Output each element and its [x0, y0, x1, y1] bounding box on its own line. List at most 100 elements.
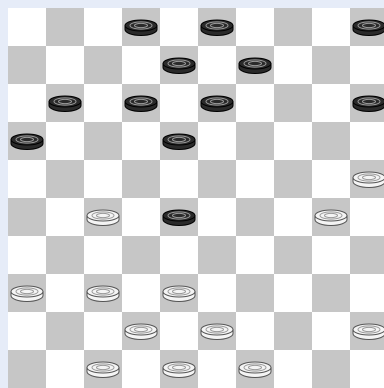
board-square-r4-c4[interactable] [160, 160, 198, 198]
black-checker-piece[interactable] [162, 209, 196, 226]
board-square-r0-c8[interactable] [312, 8, 350, 46]
black-checker-piece[interactable] [48, 95, 82, 112]
board-square-r8-c2[interactable] [84, 312, 122, 350]
black-checker-piece[interactable] [124, 19, 158, 36]
board-square-r5-c7[interactable] [274, 198, 312, 236]
board-square-r5-c9[interactable] [350, 198, 384, 236]
board-square-r8-c0[interactable] [8, 312, 46, 350]
board-square-r9-c5[interactable] [198, 350, 236, 388]
board-square-r1-c7[interactable] [274, 46, 312, 84]
black-checker-piece[interactable] [352, 95, 384, 112]
board-square-r5-c3[interactable] [122, 198, 160, 236]
board-square-r0-c7[interactable] [274, 8, 312, 46]
board-square-r7-c6[interactable] [236, 274, 274, 312]
board-square-r4-c6[interactable] [236, 160, 274, 198]
board-square-r8-c3[interactable] [122, 312, 160, 350]
board-square-r6-c3[interactable] [122, 236, 160, 274]
board-square-r6-c7[interactable] [274, 236, 312, 274]
board-square-r5-c0[interactable] [8, 198, 46, 236]
white-checker-piece[interactable] [352, 171, 384, 188]
board-square-r3-c8[interactable] [312, 122, 350, 160]
board-square-r2-c7[interactable] [274, 84, 312, 122]
white-checker-piece[interactable] [86, 209, 120, 226]
board-square-r1-c3[interactable] [122, 46, 160, 84]
white-checker-piece[interactable] [314, 209, 348, 226]
board-square-r8-c8[interactable] [312, 312, 350, 350]
board-square-r6-c5[interactable] [198, 236, 236, 274]
board-square-r0-c6[interactable] [236, 8, 274, 46]
board-square-r9-c1[interactable] [46, 350, 84, 388]
board-square-r9-c9[interactable] [350, 350, 384, 388]
white-checker-piece[interactable] [162, 285, 196, 302]
white-checker-piece[interactable] [10, 285, 44, 302]
board-square-r3-c1[interactable] [46, 122, 84, 160]
board-square-r9-c2[interactable] [84, 350, 122, 388]
black-checker-piece[interactable] [124, 95, 158, 112]
board-square-r7-c4[interactable] [160, 274, 198, 312]
board-square-r4-c8[interactable] [312, 160, 350, 198]
black-checker-piece[interactable] [352, 19, 384, 36]
black-checker-piece[interactable] [10, 133, 44, 150]
board-square-r1-c8[interactable] [312, 46, 350, 84]
white-checker-piece[interactable] [162, 361, 196, 378]
board-square-r9-c7[interactable] [274, 350, 312, 388]
board-square-r2-c3[interactable] [122, 84, 160, 122]
board-square-r1-c4[interactable] [160, 46, 198, 84]
board-square-r7-c9[interactable] [350, 274, 384, 312]
board-square-r3-c3[interactable] [122, 122, 160, 160]
board-square-r9-c3[interactable] [122, 350, 160, 388]
board-square-r3-c4[interactable] [160, 122, 198, 160]
board-square-r2-c6[interactable] [236, 84, 274, 122]
board-square-r4-c5[interactable] [198, 160, 236, 198]
board-square-r3-c0[interactable] [8, 122, 46, 160]
board-square-r9-c0[interactable] [8, 350, 46, 388]
board-square-r6-c6[interactable] [236, 236, 274, 274]
white-checker-piece[interactable] [352, 323, 384, 340]
board-square-r7-c3[interactable] [122, 274, 160, 312]
board-square-r5-c6[interactable] [236, 198, 274, 236]
board-square-r8-c4[interactable] [160, 312, 198, 350]
board-square-r8-c5[interactable] [198, 312, 236, 350]
board-square-r6-c0[interactable] [8, 236, 46, 274]
board-square-r7-c8[interactable] [312, 274, 350, 312]
board-square-r3-c2[interactable] [84, 122, 122, 160]
board-square-r5-c2[interactable] [84, 198, 122, 236]
board-square-r8-c1[interactable] [46, 312, 84, 350]
board-square-r4-c9[interactable] [350, 160, 384, 198]
board-square-r1-c6[interactable] [236, 46, 274, 84]
board-square-r7-c5[interactable] [198, 274, 236, 312]
board-square-r5-c5[interactable] [198, 198, 236, 236]
board-square-r2-c1[interactable] [46, 84, 84, 122]
black-checker-piece[interactable] [238, 57, 272, 74]
board-square-r0-c9[interactable] [350, 8, 384, 46]
black-checker-piece[interactable] [162, 57, 196, 74]
board-square-r6-c2[interactable] [84, 236, 122, 274]
board-square-r4-c2[interactable] [84, 160, 122, 198]
board-square-r3-c9[interactable] [350, 122, 384, 160]
board-square-r7-c2[interactable] [84, 274, 122, 312]
board-square-r0-c5[interactable] [198, 8, 236, 46]
board-square-r6-c4[interactable] [160, 236, 198, 274]
board-square-r3-c5[interactable] [198, 122, 236, 160]
board-square-r4-c0[interactable] [8, 160, 46, 198]
board-square-r6-c9[interactable] [350, 236, 384, 274]
board-square-r9-c8[interactable] [312, 350, 350, 388]
board-square-r1-c2[interactable] [84, 46, 122, 84]
board-square-r7-c7[interactable] [274, 274, 312, 312]
board-square-r2-c9[interactable] [350, 84, 384, 122]
board-square-r0-c1[interactable] [46, 8, 84, 46]
black-checker-piece[interactable] [200, 95, 234, 112]
board-square-r0-c0[interactable] [8, 8, 46, 46]
white-checker-piece[interactable] [86, 285, 120, 302]
board-square-r1-c9[interactable] [350, 46, 384, 84]
board-square-r7-c0[interactable] [8, 274, 46, 312]
board-square-r5-c4[interactable] [160, 198, 198, 236]
board-square-r8-c6[interactable] [236, 312, 274, 350]
board-square-r2-c0[interactable] [8, 84, 46, 122]
board-square-r0-c2[interactable] [84, 8, 122, 46]
board-square-r5-c8[interactable] [312, 198, 350, 236]
board-square-r4-c3[interactable] [122, 160, 160, 198]
board-square-r5-c1[interactable] [46, 198, 84, 236]
board-square-r9-c4[interactable] [160, 350, 198, 388]
board-square-r6-c1[interactable] [46, 236, 84, 274]
